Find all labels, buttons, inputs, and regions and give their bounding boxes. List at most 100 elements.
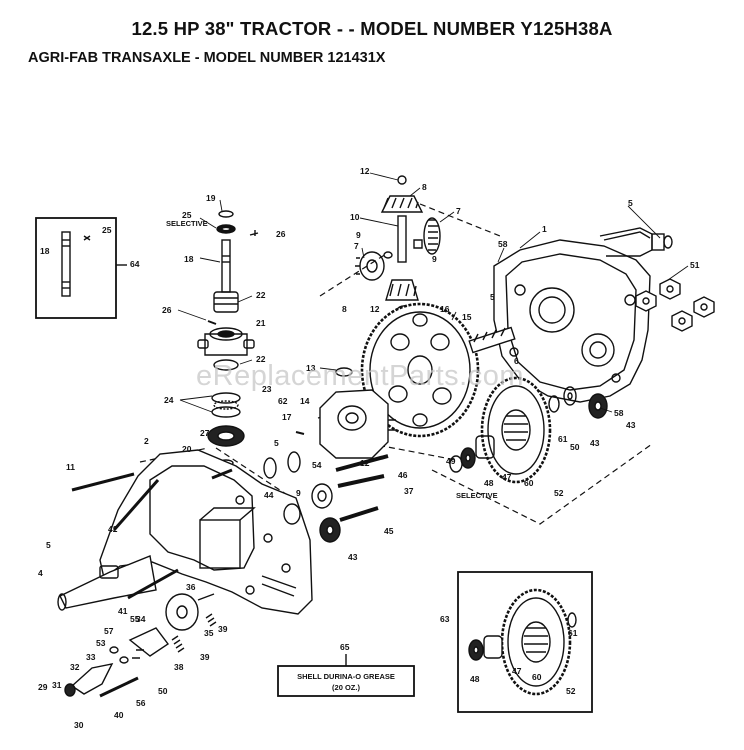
label-58-top: 58 <box>498 239 508 249</box>
label-1: 1 <box>542 224 547 234</box>
label-61: 61 <box>558 434 568 444</box>
label-15: 15 <box>462 312 472 322</box>
label-6: 6 <box>514 356 519 366</box>
gear-case-14 <box>319 367 396 459</box>
label-54: 54 <box>312 460 322 470</box>
label-26-top: 26 <box>276 229 286 239</box>
label-14: 14 <box>300 396 310 406</box>
part-number-labels: 12 8 10 7 7 9 9 12 8 5 1 58 51 5 16 15 6… <box>38 166 700 730</box>
vertical-shaft-assembly <box>197 210 259 467</box>
label-21: 21 <box>256 318 266 328</box>
label-31: 31 <box>52 680 62 690</box>
label-4: 4 <box>38 568 43 578</box>
label-5-top: 5 <box>628 198 633 208</box>
label-9: 9 <box>356 230 361 240</box>
shaft-15 <box>468 326 516 354</box>
axle-shaft-18 <box>61 231 71 297</box>
label-50: 50 <box>570 442 580 452</box>
label-18-inset: 18 <box>40 246 50 256</box>
housing-right-case <box>493 227 673 403</box>
brake-lever-assembly <box>64 593 217 698</box>
label-23: 23 <box>262 384 272 394</box>
label-42: 42 <box>108 524 118 534</box>
note-selective-top: SELECTIVE <box>166 219 208 228</box>
label-12-mid: 12 <box>370 304 380 314</box>
inset-box-63 <box>457 571 593 713</box>
label-53: 53 <box>96 638 106 648</box>
label-52: 52 <box>554 488 564 498</box>
label-44: 44 <box>264 490 274 500</box>
label-55: 55 <box>130 614 140 624</box>
label-49: 49 <box>446 456 456 466</box>
label-22-lower: 22 <box>256 354 266 364</box>
label-24: 24 <box>164 395 174 405</box>
label-60: 60 <box>524 478 534 488</box>
label-46: 46 <box>398 470 408 480</box>
label-65: 65 <box>340 642 350 652</box>
gear-52 <box>480 376 552 484</box>
label-9-right: 9 <box>432 254 437 264</box>
label-5-mid: 5 <box>490 292 495 302</box>
pin-25 <box>83 235 91 241</box>
label-20: 20 <box>182 444 192 454</box>
label-29: 29 <box>38 682 48 692</box>
label-9-center: 9 <box>296 488 301 498</box>
washers-bearings-right <box>449 386 608 473</box>
label-22-top: 22 <box>256 290 266 300</box>
nuts-51 <box>635 278 715 332</box>
label-50-left: 50 <box>158 686 168 696</box>
label-27: 27 <box>200 428 210 438</box>
label-61-inset: 61 <box>568 628 578 638</box>
label-26-mid: 26 <box>162 305 172 315</box>
inset-box-64 <box>35 217 127 319</box>
label-60-inset: 60 <box>532 672 542 682</box>
label-37: 37 <box>404 486 414 496</box>
label-17: 17 <box>282 412 292 422</box>
label-51: 51 <box>690 260 700 270</box>
label-48: 48 <box>484 478 494 488</box>
label-39-lower: 39 <box>200 652 210 662</box>
label-62: 62 <box>278 396 288 406</box>
label-57: 57 <box>104 626 114 636</box>
bolts <box>71 468 233 600</box>
label-43-right: 43 <box>590 438 600 448</box>
label-38: 38 <box>174 662 184 672</box>
label-11: 11 <box>66 462 75 472</box>
label-43-far: 43 <box>626 420 636 430</box>
label-5-left: 5 <box>46 540 51 550</box>
differential-gear-set <box>355 175 441 313</box>
label-58: 58 <box>614 408 624 418</box>
label-30: 30 <box>74 720 84 730</box>
label-52-inset: 52 <box>566 686 576 696</box>
note-selective-mid: SELECTIVE <box>456 491 498 500</box>
label-7-right: 7 <box>456 206 461 216</box>
leader-lines <box>177 172 689 413</box>
label-39-right: 39 <box>218 624 228 634</box>
label-47-inset: 47 <box>512 666 522 676</box>
diagram-title: 12.5 HP 38" TRACTOR - - MODEL NUMBER Y12… <box>131 18 613 39</box>
label-12-center: 12 <box>360 458 370 468</box>
label-43-center: 43 <box>348 552 358 562</box>
label-5-center: 5 <box>274 438 279 448</box>
label-10: 10 <box>350 212 360 222</box>
shift-gear-cluster <box>263 431 389 543</box>
label-47: 47 <box>502 472 512 482</box>
label-48-inset: 48 <box>470 674 480 684</box>
label-12-top: 12 <box>360 166 370 176</box>
label-2: 2 <box>144 436 149 446</box>
label-64: 64 <box>130 259 140 269</box>
label-41: 41 <box>118 606 128 616</box>
label-7-left: 7 <box>354 241 359 251</box>
label-25-inset: 25 <box>102 225 112 235</box>
label-63: 63 <box>440 614 450 624</box>
grease-box-line2: (20 OZ.) <box>332 683 360 692</box>
spur-gear-16 <box>360 302 480 438</box>
label-56: 56 <box>136 698 146 708</box>
diagram-subtitle: AGRI-FAB TRANSAXLE - MODEL NUMBER 121431… <box>28 50 386 66</box>
label-16: 16 <box>440 304 450 314</box>
label-32: 32 <box>70 662 80 672</box>
label-19: 19 <box>206 193 216 203</box>
label-35: 35 <box>204 628 214 638</box>
label-40: 40 <box>114 710 124 720</box>
